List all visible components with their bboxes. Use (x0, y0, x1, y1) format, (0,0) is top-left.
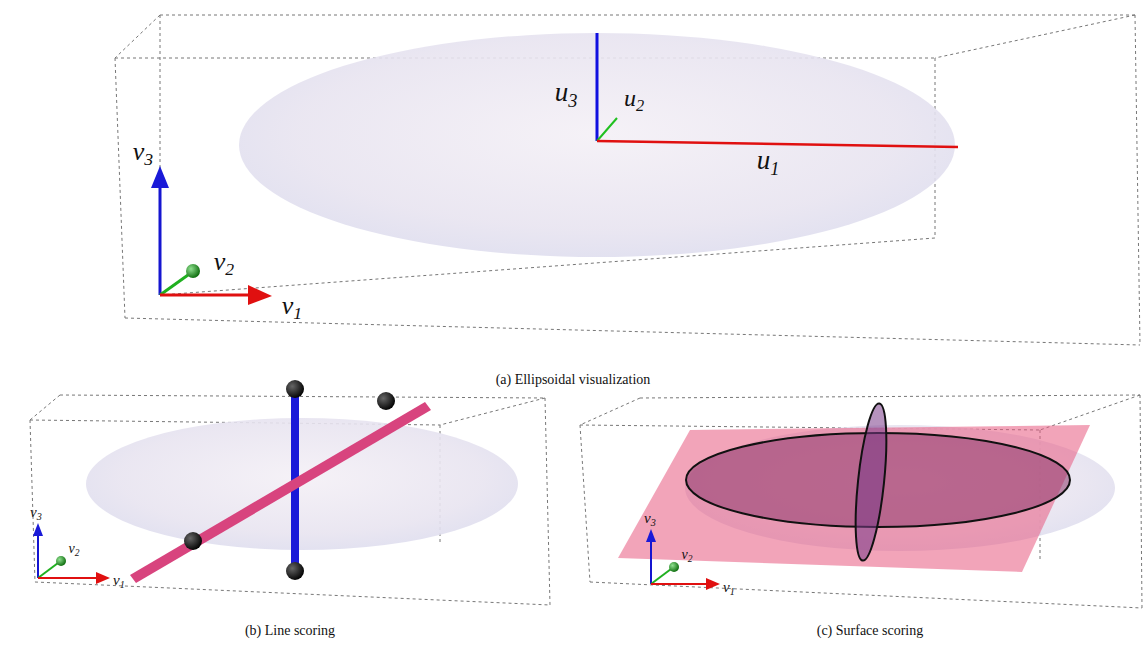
intersection-point (184, 532, 202, 550)
axis-label: v2 (69, 542, 80, 556)
line-segment (130, 402, 431, 583)
axis-label: v1 (113, 573, 125, 588)
bounding-box (115, 15, 1140, 345)
axis-label: v1 (723, 580, 735, 595)
subfigure-caption: (b) Line scoring (245, 624, 335, 638)
bounding-box (580, 395, 1142, 608)
axis-u1 (597, 141, 958, 147)
coordinate-axes (646, 529, 720, 590)
intersection-point (377, 392, 395, 410)
axis-label: v3 (644, 511, 656, 526)
bounding-box (30, 395, 550, 605)
axis-label: v2 (682, 548, 693, 562)
axis-u2 (597, 118, 617, 141)
coordinate-axes (33, 523, 110, 584)
coordinate-axes (151, 166, 272, 305)
intersection-point (286, 380, 304, 398)
axis-label: v3 (30, 505, 42, 520)
axis-label: v3 (133, 139, 153, 165)
axis-u3 (596, 33, 599, 141)
axis-label: u1 (757, 147, 780, 174)
intersection-point (286, 562, 304, 580)
axis-label: v2 (214, 249, 234, 275)
cross-section (850, 402, 892, 562)
axis-label: u3 (555, 79, 578, 106)
subfigure-caption: (c) Surface scoring (817, 624, 924, 638)
axis-label: v1 (282, 293, 302, 319)
subfigure-caption: (a) Ellipsoidal visualization (496, 373, 651, 387)
cutting-plane (618, 425, 1090, 572)
axis-label: u2 (624, 86, 644, 110)
